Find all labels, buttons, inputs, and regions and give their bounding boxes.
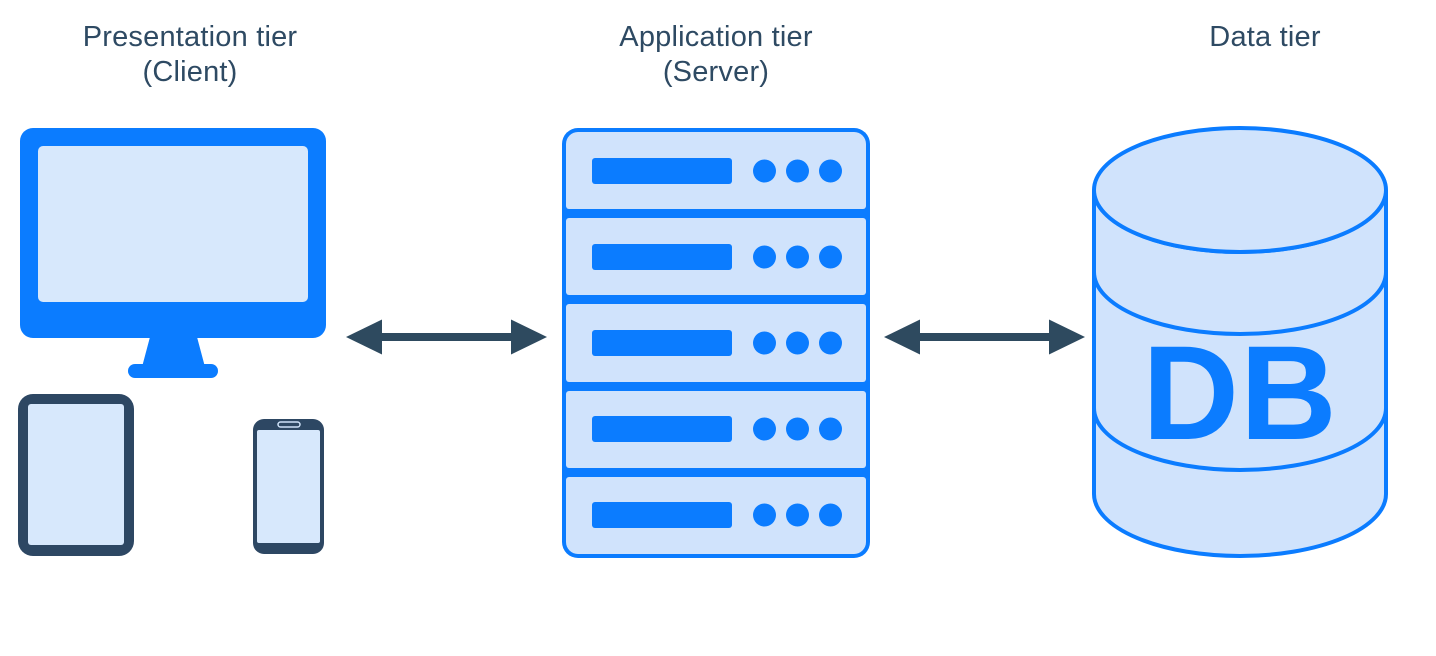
- tier-label-application: Application tier (Server): [540, 20, 892, 91]
- led-dot: [819, 331, 842, 355]
- arrow-head-left: [884, 319, 920, 355]
- tier-label-application-line1: Application tier: [619, 21, 813, 53]
- led-dot: [753, 159, 776, 183]
- tier-label-presentation-line2: (Client): [142, 56, 238, 89]
- server-panel-bar: [592, 502, 732, 529]
- led-dot: [753, 417, 776, 441]
- monitor-stand-base: [128, 364, 218, 378]
- tier-label-application-line2: (Server): [662, 56, 770, 89]
- database-band-2: [1092, 407, 1388, 472]
- server-led-dots: [753, 503, 842, 527]
- server-led-dots: [753, 159, 842, 183]
- server-unit: [566, 218, 866, 296]
- led-dot: [753, 331, 776, 355]
- database-label: DB: [1142, 319, 1338, 468]
- arrow-application-data: [884, 319, 1085, 355]
- server-panel-bar: [592, 157, 732, 184]
- server-panel-bar: [592, 243, 732, 270]
- database-band-1: [1092, 271, 1388, 336]
- tier-label-data-line1: Data tier: [1209, 21, 1321, 53]
- tier-label-presentation-line1: Presentation tier: [82, 21, 298, 53]
- led-dot: [819, 245, 842, 269]
- smartphone-icon: [253, 419, 324, 554]
- database-cylinder-icon: DB: [1092, 126, 1388, 558]
- led-dot: [786, 417, 809, 441]
- arrow-head-left: [346, 319, 382, 355]
- database-top-disc: [1092, 126, 1388, 254]
- led-dot: [819, 159, 842, 183]
- led-dot: [753, 503, 776, 527]
- monitor-screen: [38, 146, 308, 302]
- tablet-icon: [18, 394, 134, 556]
- tier-label-data: Data tier: [1085, 20, 1436, 55]
- server-led-dots: [753, 245, 842, 269]
- arrow-head-right: [1049, 319, 1085, 355]
- led-dot: [753, 245, 776, 269]
- server-led-dots: [753, 331, 842, 355]
- server-panel-bar: [592, 416, 732, 443]
- desktop-monitor-icon: [20, 128, 326, 378]
- tablet-screen: [28, 404, 124, 545]
- server-led-dots: [753, 417, 842, 441]
- led-dot: [786, 503, 809, 527]
- tier-label-presentation: Presentation tier (Client): [10, 20, 370, 91]
- led-dot: [819, 503, 842, 527]
- server-unit: [566, 390, 866, 468]
- phone-screen: [257, 430, 320, 543]
- arrow-presentation-application: [346, 319, 547, 355]
- arrow-head-right: [511, 319, 547, 355]
- led-dot: [819, 417, 842, 441]
- server-unit: [566, 304, 866, 382]
- led-dot: [786, 331, 809, 355]
- server-panel-bar: [592, 330, 732, 356]
- led-dot: [786, 245, 809, 269]
- server-rack-icon: [562, 128, 870, 558]
- server-unit: [566, 476, 866, 555]
- server-unit: [566, 132, 866, 210]
- monitor-stand-neck: [142, 337, 205, 367]
- led-dot: [786, 159, 809, 183]
- phone-speaker: [277, 421, 301, 428]
